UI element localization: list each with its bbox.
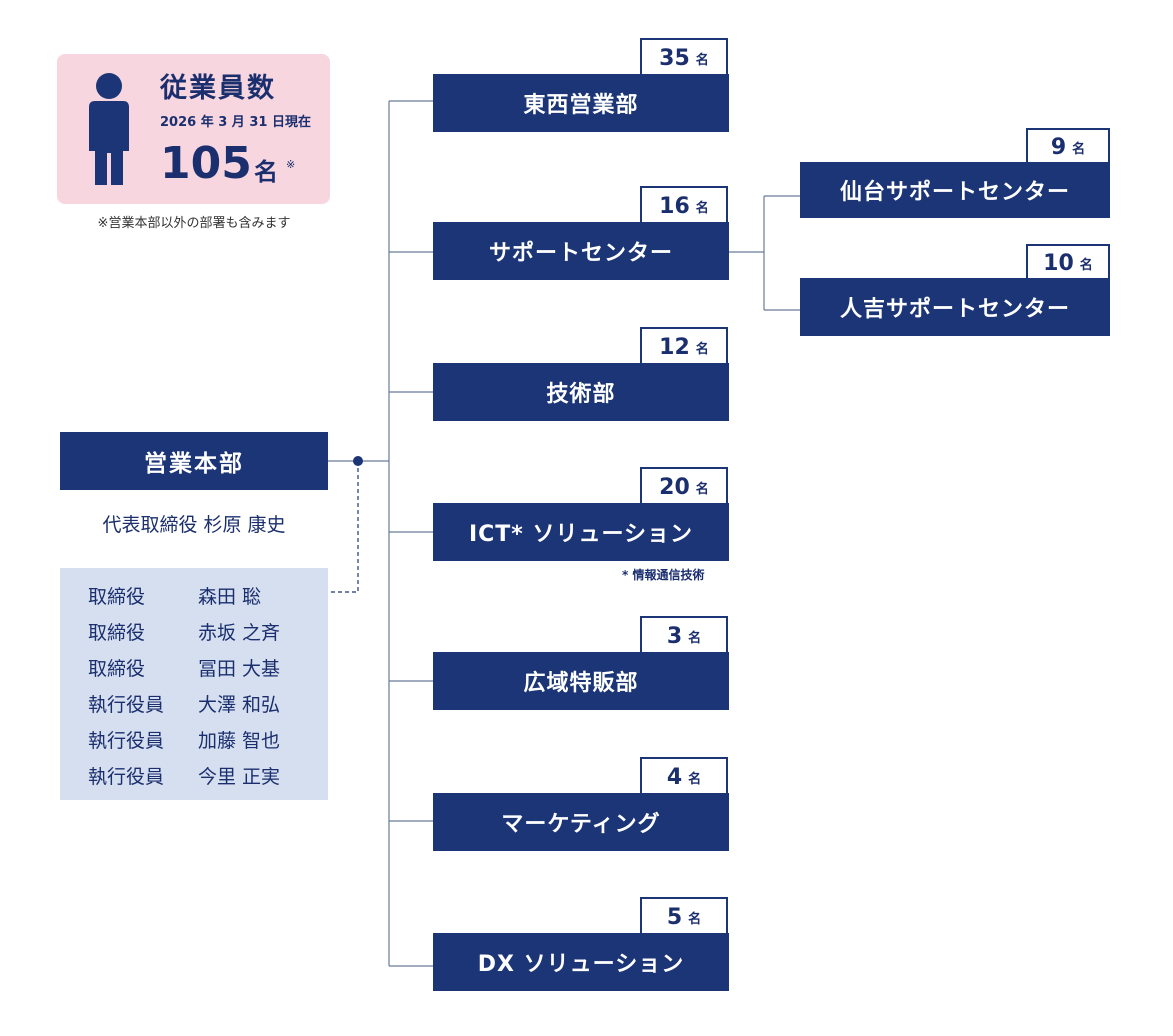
executive-row: 執行役員 今里 正実	[88, 762, 328, 789]
executive-name: 赤坂 之斉	[198, 622, 281, 644]
subcenter-sendai: 仙台サポートセンター	[800, 162, 1110, 218]
dept-engineering: 技術部	[433, 363, 729, 421]
subcenter-hitoyoshi: 人吉サポートセンター	[800, 278, 1110, 336]
executive-role: 執行役員	[88, 766, 165, 788]
dept-regional-sales: 広域特販部	[433, 652, 729, 710]
headquarters-box: 営業本部	[60, 432, 328, 490]
executive-row: 取締役 赤坂 之斉	[88, 618, 328, 645]
executive-name: 大澤 和弘	[198, 694, 281, 716]
ceo-name: 代表取締役 杉原 康史	[102, 514, 286, 536]
headcount-note: ※営業本部以外の部署も含みます	[97, 216, 291, 231]
person-icon	[89, 73, 129, 185]
executive-role: 取締役	[88, 586, 146, 608]
executive-role: 取締役	[88, 622, 146, 644]
dept-marketing: マーケティング	[433, 793, 729, 851]
dept-ict-solution: ICT* ソリューション	[433, 503, 729, 561]
headcount-note-mark: ※	[286, 158, 296, 171]
executive-name: 加藤 智也	[198, 730, 281, 752]
ict-footnote: * 情報通信技術	[622, 568, 705, 582]
executive-list: 取締役森田 聡 取締役赤坂 之斉 取締役冨田 大基 執行役員大澤 和弘 執行役員…	[60, 568, 328, 800]
dept-east-west-sales: 東西営業部	[433, 74, 729, 132]
headcount-number: 105	[160, 138, 252, 189]
executive-row: 執行役員 大澤 和弘	[88, 690, 328, 717]
executive-role: 取締役	[88, 658, 146, 680]
executive-row: 取締役 森田 聡	[88, 582, 328, 609]
executive-role: 執行役員	[88, 694, 165, 716]
executive-row: 執行役員 加藤 智也	[88, 726, 328, 753]
junction-dot	[353, 456, 363, 466]
executive-name: 森田 聡	[198, 586, 262, 608]
executive-role: 執行役員	[88, 730, 165, 752]
executive-name: 冨田 大基	[198, 658, 281, 680]
dept-dx-solution: DX ソリューション	[433, 933, 729, 991]
dept-support-center: サポートセンター	[433, 222, 729, 280]
headcount-date: 2026 年 3 月 31 日現在	[160, 115, 311, 130]
executive-name: 今里 正実	[198, 766, 281, 788]
headcount-title: 従業員数	[160, 73, 276, 104]
executive-row: 取締役 冨田 大基	[88, 654, 328, 681]
headcount-unit: 名	[254, 158, 278, 186]
